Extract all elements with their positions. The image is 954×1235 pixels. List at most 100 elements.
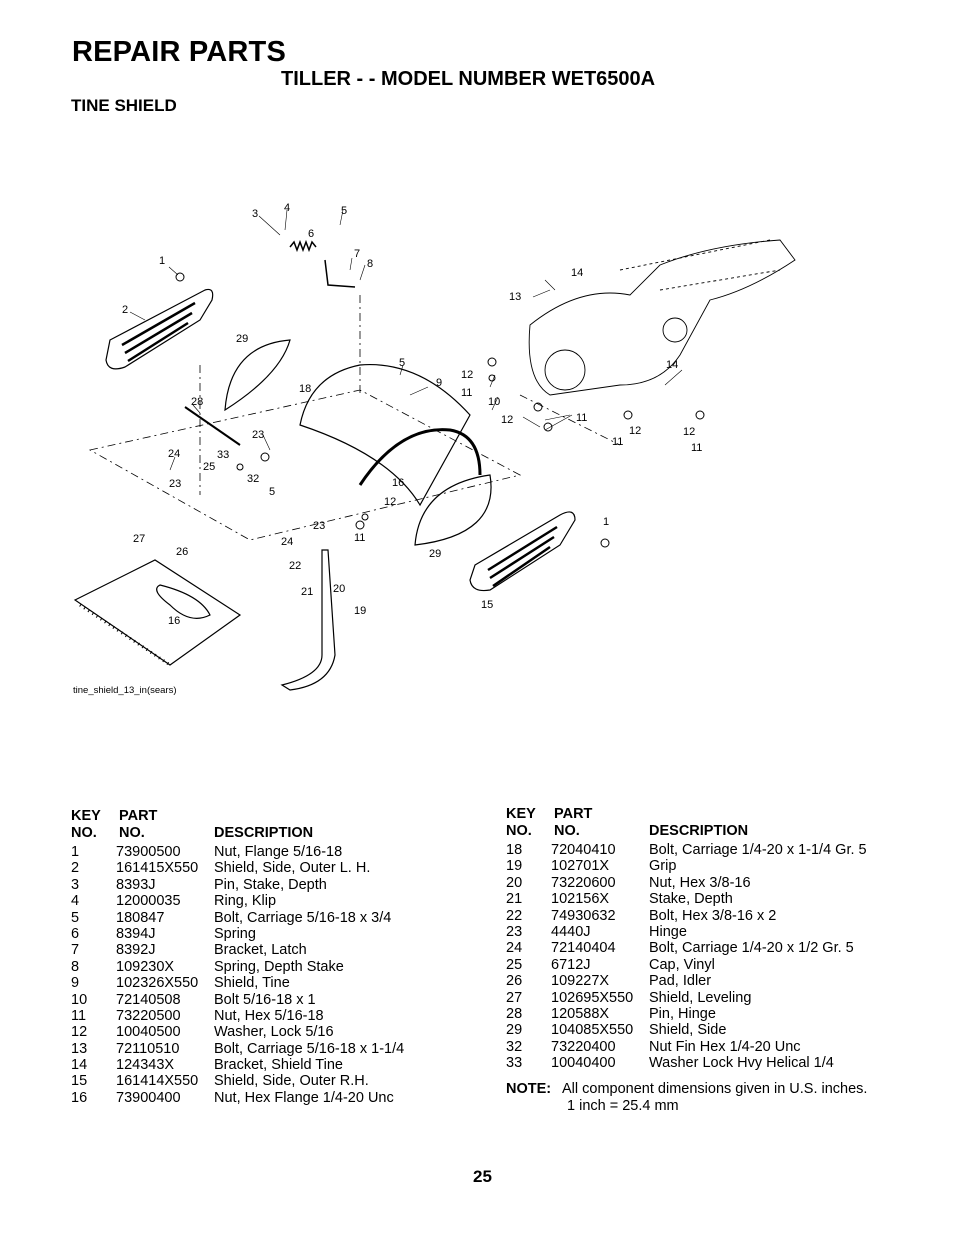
key-number: 2 (71, 860, 80, 877)
part-number: 102326X550 (116, 975, 199, 992)
key-number: 10 (71, 991, 88, 1008)
part-number: 12000035 (116, 893, 181, 910)
key-number: 33 (506, 1055, 523, 1072)
key-number: 14 (71, 1057, 88, 1074)
section-heading: TINE SHIELD (71, 96, 177, 115)
svg-text:6: 6 (308, 228, 314, 240)
header-key-no: NO. (71, 825, 97, 841)
part-number: 8394J (116, 925, 156, 942)
svg-text:26: 26 (176, 546, 188, 558)
svg-text:12: 12 (384, 496, 396, 508)
key-number: 15 (71, 1073, 88, 1090)
part-number: 72040410 (551, 842, 616, 858)
part-description: Ring, Klip (214, 893, 277, 910)
part-number: 109227X (551, 973, 610, 990)
note-line-2: 1 inch = 25.4 mm (567, 1098, 679, 1114)
part-number: 120588X (551, 1005, 610, 1022)
key-number: 25 (506, 956, 523, 973)
depth-stake (280, 549, 336, 691)
hinge-pin (184, 406, 241, 446)
svg-text:28: 28 (191, 396, 203, 408)
key-number: 27 (506, 989, 523, 1006)
svg-text:23: 23 (313, 520, 325, 532)
key-number: 7 (71, 942, 80, 959)
part-description: Bolt, Carriage 1/4-20 x 1-1/4 Gr. 5 (649, 842, 867, 858)
parts-table-header: KEY PART NO. NO. DESCRIPTION (506, 806, 926, 842)
key-number: 23 (506, 923, 523, 940)
part-description: Bracket, Latch (214, 942, 307, 959)
part-number: 10040400 (551, 1055, 616, 1072)
svg-text:23: 23 (169, 478, 181, 490)
key-number: 22 (506, 907, 523, 924)
part-description: Spring (214, 925, 256, 942)
part-description: Pin, Hinge (649, 1005, 716, 1022)
svg-text:25: 25 (203, 461, 215, 473)
svg-text:12: 12 (461, 369, 473, 381)
header-part-no: NO. (119, 825, 145, 841)
part-number: 72110510 (116, 1040, 180, 1057)
svg-text:5: 5 (399, 357, 405, 369)
part-number: 6712J (551, 956, 591, 973)
svg-text:11: 11 (691, 442, 702, 454)
frame-dashed-lines (88, 295, 621, 541)
part-number: 72140404 (551, 940, 616, 957)
svg-text:22: 22 (289, 560, 301, 572)
part-description: Shield, Tine (214, 975, 290, 992)
part-description: Bolt, Hex 3/8-16 x 2 (649, 907, 777, 924)
part-description: Nut, Hex 5/16-18 (214, 1007, 324, 1024)
svg-text:18: 18 (299, 383, 311, 395)
key-number: 28 (506, 1005, 523, 1022)
key-number: 20 (506, 874, 523, 891)
fasteners (175, 272, 705, 548)
svg-text:2: 2 (122, 304, 128, 316)
key-number: 18 (506, 842, 523, 858)
part-number: 73220600 (551, 874, 616, 891)
note-line-1: All component dimensions given in U.S. i… (562, 1081, 868, 1097)
svg-text:11: 11 (461, 387, 472, 399)
side-shield-29-upper (224, 339, 291, 412)
svg-text:5: 5 (269, 486, 275, 498)
svg-text:9: 9 (436, 377, 442, 389)
key-number: 24 (506, 940, 523, 957)
part-number: 73220400 (551, 1038, 616, 1055)
part-number: 102695X550 (551, 989, 634, 1006)
part-description: Stake, Depth (649, 891, 733, 908)
header-key-no: NO. (506, 823, 532, 839)
leader-lines (129, 209, 683, 471)
key-number: 26 (506, 973, 523, 990)
side-shield-29-lower (414, 474, 492, 546)
svg-text:11: 11 (576, 412, 587, 424)
key-number: 29 (506, 1022, 523, 1039)
part-description: Hinge (649, 923, 687, 940)
model-subtitle: TILLER - - MODEL NUMBER WET6500A (281, 68, 656, 90)
header-key: KEY (71, 808, 101, 824)
figure-id: tine_shield_13_in(sears) (73, 685, 177, 696)
note: NOTE: All component dimensions given in … (506, 1081, 867, 1114)
part-number: 102156X (551, 891, 610, 908)
part-description: Shield, Side (649, 1022, 727, 1039)
svg-text:29: 29 (429, 548, 441, 560)
svg-text:14: 14 (666, 359, 678, 371)
part-description: Spring, Depth Stake (214, 958, 344, 975)
part-number: 180847 (116, 909, 165, 926)
key-number: 21 (506, 891, 523, 908)
part-number: 4440J (551, 923, 591, 940)
